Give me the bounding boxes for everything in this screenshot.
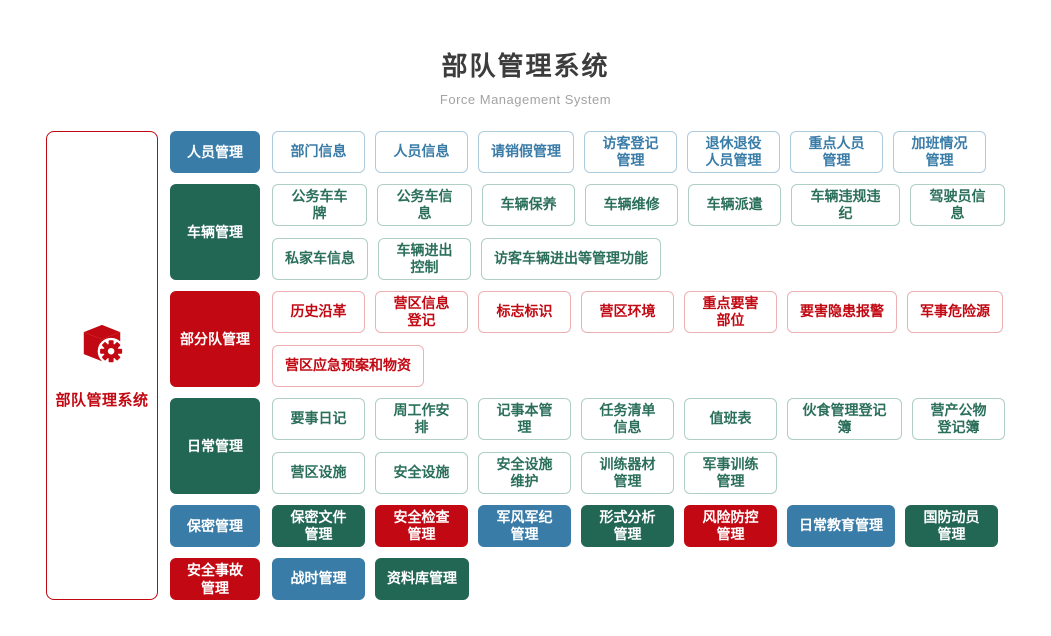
group-items: 要事日记周工作安排记事本管理任务清单 信息值班表伙食管理登记簿营产公物 登记簿营… [272,398,1005,494]
header: 部队管理系统 Force Management System [0,0,1051,107]
item-subrow: 历史沿革营区信息 登记标志标识营区环境重点要害 部位要害隐患报警军事危险源 [272,291,1003,333]
item-box: 营产公物 登记簿 [912,398,1005,440]
category-box: 部分队管理 [170,291,260,387]
category-box: 人员管理 [170,131,260,173]
item-box: 车辆保养 [482,184,576,226]
group-row: 保密管理保密文件 管理安全检查 管理军风军纪 管理形式分析 管理风险防控 管理日… [170,505,1005,547]
page-title: 部队管理系统 [441,51,610,81]
item-box: 军风军纪 管理 [478,505,571,547]
item-box: 伙食管理登记簿 [787,398,902,440]
item-box: 部门信息 [272,131,365,173]
item-box: 记事本管理 [478,398,571,440]
group-row: 日常管理要事日记周工作安排记事本管理任务清单 信息值班表伙食管理登记簿营产公物 … [170,398,1005,494]
category-box: 安全事故 管理 [170,558,260,600]
item-subrow: 私家车信息车辆进出 控制访客车辆进出等管理功能 [272,238,1005,280]
item-box: 安全检查 管理 [375,505,468,547]
group-row: 车辆管理公务车车牌公务车信息车辆保养车辆维修车辆派遣车辆违规违纪驾驶员信息私家车… [170,184,1005,280]
group-row: 人员管理部门信息人员信息请销假管理访客登记 管理退休退役 人员管理重点人员 管理… [170,131,1005,173]
group-items: 部门信息人员信息请销假管理访客登记 管理退休退役 人员管理重点人员 管理加班情况… [272,131,986,173]
groups: 人员管理部门信息人员信息请销假管理访客登记 管理退休退役 人员管理重点人员 管理… [170,131,1005,600]
item-box: 形式分析 管理 [581,505,674,547]
item-box: 周工作安排 [375,398,468,440]
category-box: 车辆管理 [170,184,260,280]
item-box: 营区设施 [272,452,365,494]
item-subrow: 营区设施安全设施安全设施 维护训练器材 管理军事训练 管理 [272,452,1005,494]
item-box: 安全设施 维护 [478,452,571,494]
item-box: 保密文件 管理 [272,505,365,547]
item-box: 私家车信息 [272,238,368,280]
item-box: 车辆进出 控制 [378,238,471,280]
item-box: 营区信息 登记 [375,291,468,333]
item-box: 战时管理 [272,558,365,600]
item-box: 风险防控 管理 [684,505,777,547]
group-items: 战时管理资料库管理 [272,558,469,600]
item-box: 值班表 [684,398,777,440]
item-box: 军事危险源 [907,291,1003,333]
item-box: 标志标识 [478,291,571,333]
item-box: 重点人员 管理 [790,131,883,173]
item-box: 国防动员 管理 [905,505,998,547]
item-box: 安全设施 [375,452,468,494]
item-box: 要害隐患报警 [787,291,897,333]
group-items: 公务车车牌公务车信息车辆保养车辆维修车辆派遣车辆违规违纪驾驶员信息私家车信息车辆… [272,184,1005,280]
item-box: 人员信息 [375,131,468,173]
system-root-label: 部队管理系统 [55,391,149,409]
item-box: 加班情况 管理 [893,131,986,173]
item-box: 车辆维修 [585,184,679,226]
item-box: 日常教育管理 [787,505,895,547]
item-subrow: 部门信息人员信息请销假管理访客登记 管理退休退役 人员管理重点人员 管理加班情况… [272,131,986,173]
item-box: 访客登记 管理 [584,131,677,173]
item-box: 退休退役 人员管理 [687,131,780,173]
item-box: 驾驶员信息 [909,184,1005,226]
item-box: 公务车车牌 [272,184,368,226]
item-box: 公务车信息 [377,184,473,226]
group-items: 历史沿革营区信息 登记标志标识营区环境重点要害 部位要害隐患报警军事危险源营区应… [272,291,1003,387]
item-box: 军事训练 管理 [684,452,777,494]
item-box: 访客车辆进出等管理功能 [481,238,661,280]
group-items: 保密文件 管理安全检查 管理军风军纪 管理形式分析 管理风险防控 管理日常教育管… [272,505,998,547]
item-subrow: 保密文件 管理安全检查 管理军风军纪 管理形式分析 管理风险防控 管理日常教育管… [272,505,998,547]
item-box: 车辆违规违纪 [791,184,900,226]
cube-gear-icon [79,322,125,373]
item-box: 训练器材 管理 [581,452,674,494]
item-box: 历史沿革 [272,291,365,333]
item-box: 营区应急预案和物资 [272,345,424,387]
diagram: 部队管理系统 人员管理部门信息人员信息请销假管理访客登记 管理退休退役 人员管理… [46,131,1005,600]
system-root-box: 部队管理系统 [46,131,158,600]
item-subrow: 要事日记周工作安排记事本管理任务清单 信息值班表伙食管理登记簿营产公物 登记簿 [272,398,1005,440]
group-row: 安全事故 管理战时管理资料库管理 [170,558,1005,600]
item-box: 要事日记 [272,398,365,440]
item-box: 营区环境 [581,291,674,333]
category-box: 保密管理 [170,505,260,547]
item-box: 请销假管理 [478,131,574,173]
item-box: 车辆派遣 [688,184,782,226]
page-subtitle: Force Management System [439,92,612,107]
item-box: 重点要害 部位 [684,291,777,333]
item-subrow: 战时管理资料库管理 [272,558,469,600]
item-subrow: 营区应急预案和物资 [272,345,1003,387]
item-box: 资料库管理 [375,558,469,600]
item-subrow: 公务车车牌公务车信息车辆保养车辆维修车辆派遣车辆违规违纪驾驶员信息 [272,184,1005,226]
category-box: 日常管理 [170,398,260,494]
item-box: 任务清单 信息 [581,398,674,440]
group-row: 部分队管理历史沿革营区信息 登记标志标识营区环境重点要害 部位要害隐患报警军事危… [170,291,1005,387]
